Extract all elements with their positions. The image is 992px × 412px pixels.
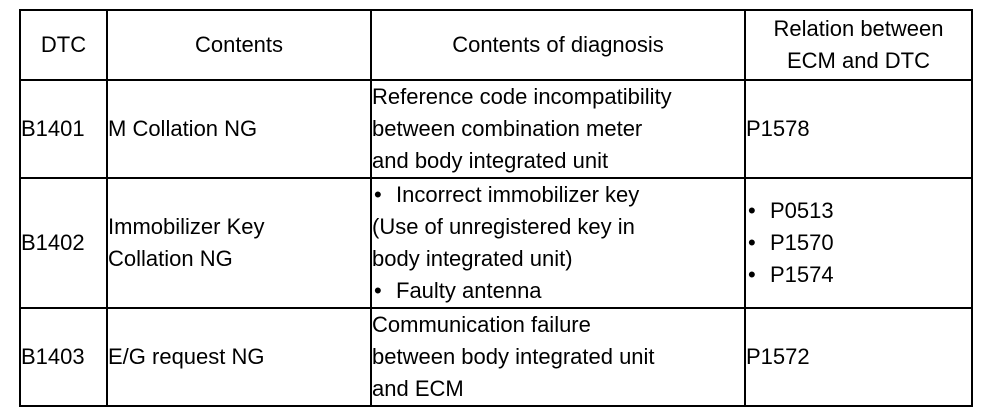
header-diagnosis-label: Contents of diagnosis — [452, 32, 664, 57]
relation-code: P1578 — [746, 116, 810, 141]
diagnosis-cell: • Incorrect immobilizer key (Use of unreg… — [370, 177, 746, 309]
diagnosis-line: Faulty antenna — [396, 278, 542, 303]
diagnosis-line: Communication failure — [372, 312, 591, 337]
diagnosis-cell: Reference code incompatibility between c… — [370, 79, 746, 179]
header-row: DTC Contents Contents of diagnosis Relat… — [19, 9, 973, 81]
dtc-code: B1402 — [21, 230, 85, 255]
dtc-table: DTC Contents Contents of diagnosis Relat… — [19, 9, 973, 407]
relation-code: P1570 — [770, 230, 834, 255]
dtc-cell: B1403 — [19, 307, 108, 407]
bullet-icon: • — [748, 230, 756, 255]
relation-code: P0513 — [770, 198, 834, 223]
header-relation: Relation between ECM and DTC — [744, 9, 973, 81]
bullet-icon: • — [748, 262, 756, 287]
header-relation-line-2: ECM and DTC — [786, 48, 931, 73]
header-contents-label: Contents — [194, 32, 284, 57]
dtc-cell: B1401 — [19, 79, 108, 179]
diagnosis-line: Reference code incompatibility — [372, 84, 672, 109]
header-relation-line-1: Relation between — [773, 16, 944, 41]
diagnosis-bullet-item: • Faulty antenna — [372, 275, 744, 307]
diagnosis-cell: Communication failure between body integ… — [370, 307, 746, 407]
diagnosis-line: (Use of unregistered key in — [372, 214, 635, 239]
bullet-icon: • — [374, 182, 382, 207]
diagnosis-line: between combination meter — [372, 116, 643, 141]
contents-line: E/G request NG — [108, 344, 265, 369]
contents-line: Collation NG — [108, 246, 233, 271]
diagnosis-line: and body integrated unit — [372, 148, 609, 173]
relation-cell: P1572 — [744, 307, 973, 407]
table-row: B1403 E/G request NG Communication failu… — [19, 307, 973, 407]
diagnosis-line: Incorrect immobilizer key — [396, 182, 640, 207]
relation-bullet-list: • P0513 • P1570 • P1574 — [746, 195, 971, 291]
table-row: B1402 Immobilizer Key Collation NG • Inco… — [19, 177, 973, 309]
header-dtc: DTC — [19, 9, 108, 81]
contents-cell: Immobilizer Key Collation NG — [106, 177, 372, 309]
relation-bullet-item: • P0513 — [746, 195, 971, 227]
bullet-icon: • — [374, 278, 382, 303]
header-dtc-label: DTC — [40, 32, 87, 57]
dtc-cell: B1402 — [19, 177, 108, 309]
diagnosis-line: body integrated unit) — [372, 246, 573, 271]
contents-line: Immobilizer Key — [108, 214, 265, 239]
relation-cell: • P0513 • P1570 • P1574 — [744, 177, 973, 309]
header-diagnosis: Contents of diagnosis — [370, 9, 746, 81]
relation-cell: P1578 — [744, 79, 973, 179]
dtc-code: B1401 — [21, 116, 85, 141]
diagnosis-line: and ECM — [372, 376, 464, 401]
contents-cell: E/G request NG — [106, 307, 372, 407]
header-contents: Contents — [106, 9, 372, 81]
diagnosis-bullet-item: • Incorrect immobilizer key (Use of unreg… — [372, 179, 744, 275]
bullet-icon: • — [748, 198, 756, 223]
relation-code: P1572 — [746, 344, 810, 369]
contents-cell: M Collation NG — [106, 79, 372, 179]
relation-bullet-item: • P1570 — [746, 227, 971, 259]
diagnosis-line: between body integrated unit — [372, 344, 655, 369]
contents-line: M Collation NG — [108, 116, 258, 141]
dtc-code: B1403 — [21, 344, 85, 369]
relation-bullet-item: • P1574 — [746, 259, 971, 291]
relation-code: P1574 — [770, 262, 834, 287]
diagnosis-bullet-list: • Incorrect immobilizer key (Use of unreg… — [372, 179, 744, 307]
table-row: B1401 M Collation NG Reference code inco… — [19, 79, 973, 179]
